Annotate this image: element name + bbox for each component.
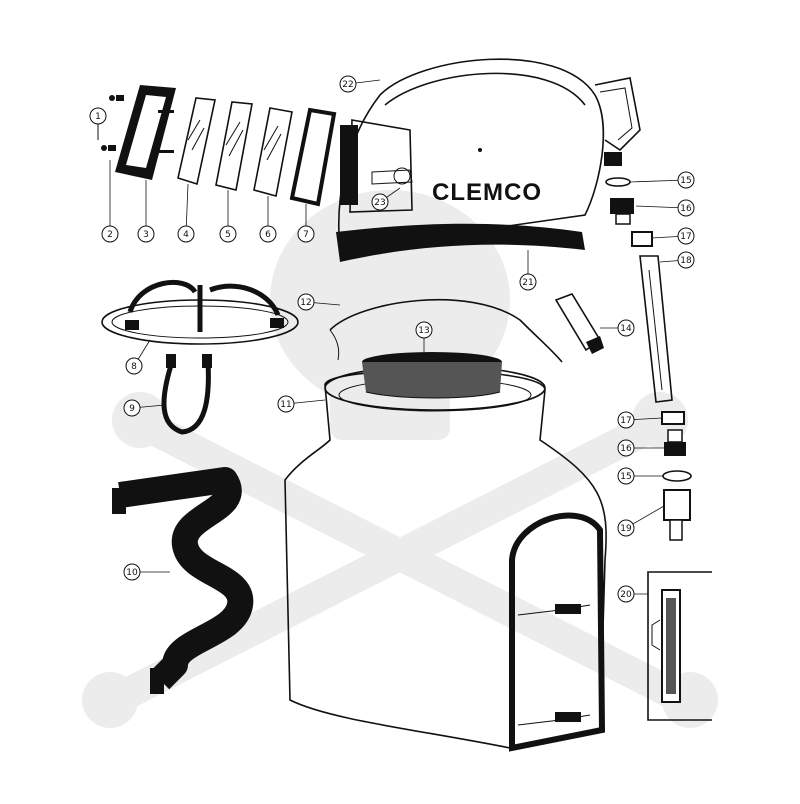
helmet-window-frame <box>340 119 413 213</box>
callout-circle <box>677 251 695 269</box>
cape-flap <box>509 512 606 752</box>
lens-part-4 <box>177 97 216 186</box>
hose-clamp-part-17 <box>631 231 653 247</box>
callout-number: 14 <box>620 324 632 334</box>
callout-number: 7 <box>303 230 309 240</box>
callout-circle <box>519 273 537 291</box>
window-frame-part-3 <box>115 85 176 180</box>
callout-number: 13 <box>418 326 429 336</box>
callout-number: 3 <box>143 230 149 240</box>
callout-leader <box>629 179 687 183</box>
callout-number: 16 <box>680 204 692 214</box>
gasket-part-7 <box>289 107 337 207</box>
callout-circle <box>677 171 695 189</box>
callout-number: 17 <box>680 232 691 242</box>
callout-circle <box>677 199 695 217</box>
callout-circle <box>415 321 433 339</box>
callout-circle <box>259 225 277 243</box>
hose-fitting-lower-part-16 <box>664 429 686 456</box>
callout-circle <box>219 225 237 243</box>
callout-circle <box>297 293 315 311</box>
callout-circle <box>617 519 635 537</box>
callout-number: 4 <box>183 230 189 240</box>
callout-number: 20 <box>620 590 632 600</box>
callout-circle <box>371 193 389 211</box>
callout-number: 1 <box>95 112 101 122</box>
brand-label: CLEMCO <box>432 179 542 206</box>
callout-number: 8 <box>131 362 137 372</box>
callout-circle <box>125 357 143 375</box>
o-ring-lower-part-15 <box>662 470 692 482</box>
callout-circle <box>617 411 635 429</box>
filter-cartridge-part-14 <box>554 293 604 354</box>
callout-circle <box>617 467 635 485</box>
callout-number: 22 <box>342 80 353 90</box>
lens-part-5 <box>215 101 253 191</box>
callout-circle <box>89 107 107 125</box>
callout-number: 15 <box>680 176 691 186</box>
callout-number: 10 <box>126 568 138 578</box>
callout-circle <box>277 395 295 413</box>
callout-circle <box>617 319 635 337</box>
callout-number: 11 <box>280 400 291 410</box>
callout-circle <box>123 563 141 581</box>
inset-panel-part-20 <box>647 571 712 721</box>
helmet-inlet-fitting <box>604 152 622 166</box>
hose-fitting-part-16 <box>610 198 634 225</box>
hose-part-18 <box>639 255 673 403</box>
callout-number: 19 <box>620 524 632 534</box>
lens-part-6 <box>253 107 293 197</box>
callout-number: 6 <box>265 230 271 240</box>
callout-number: 15 <box>620 472 631 482</box>
callout-number: 21 <box>522 278 533 288</box>
callout-number: 9 <box>129 404 135 414</box>
chin-strap <box>161 354 212 435</box>
inner-collar-part-12 <box>329 298 563 363</box>
filter-part-13 <box>362 352 502 399</box>
helmet-collar-band <box>336 223 585 262</box>
hose-clamp-lower-part-17 <box>661 411 685 425</box>
callout-circle <box>101 225 119 243</box>
callout-circle <box>177 225 195 243</box>
suspension-headband <box>101 279 299 345</box>
callout-number: 23 <box>374 198 385 208</box>
callout-circle <box>137 225 155 243</box>
callout-number: 17 <box>620 416 631 426</box>
callout-number: 12 <box>300 298 311 308</box>
o-ring-part-15 <box>605 177 631 187</box>
callout-circle <box>297 225 315 243</box>
callout-circle <box>617 439 635 457</box>
callout-number: 18 <box>680 256 692 266</box>
callout-circle <box>677 227 695 245</box>
callout-circle <box>339 75 357 93</box>
callout-number: 16 <box>620 444 632 454</box>
coupling-part-19 <box>663 489 691 541</box>
callout-circle <box>123 399 141 417</box>
callout-number: 5 <box>225 230 231 240</box>
callout-number: 2 <box>107 230 113 240</box>
callout-circle <box>617 585 635 603</box>
belt-strap <box>112 467 254 694</box>
